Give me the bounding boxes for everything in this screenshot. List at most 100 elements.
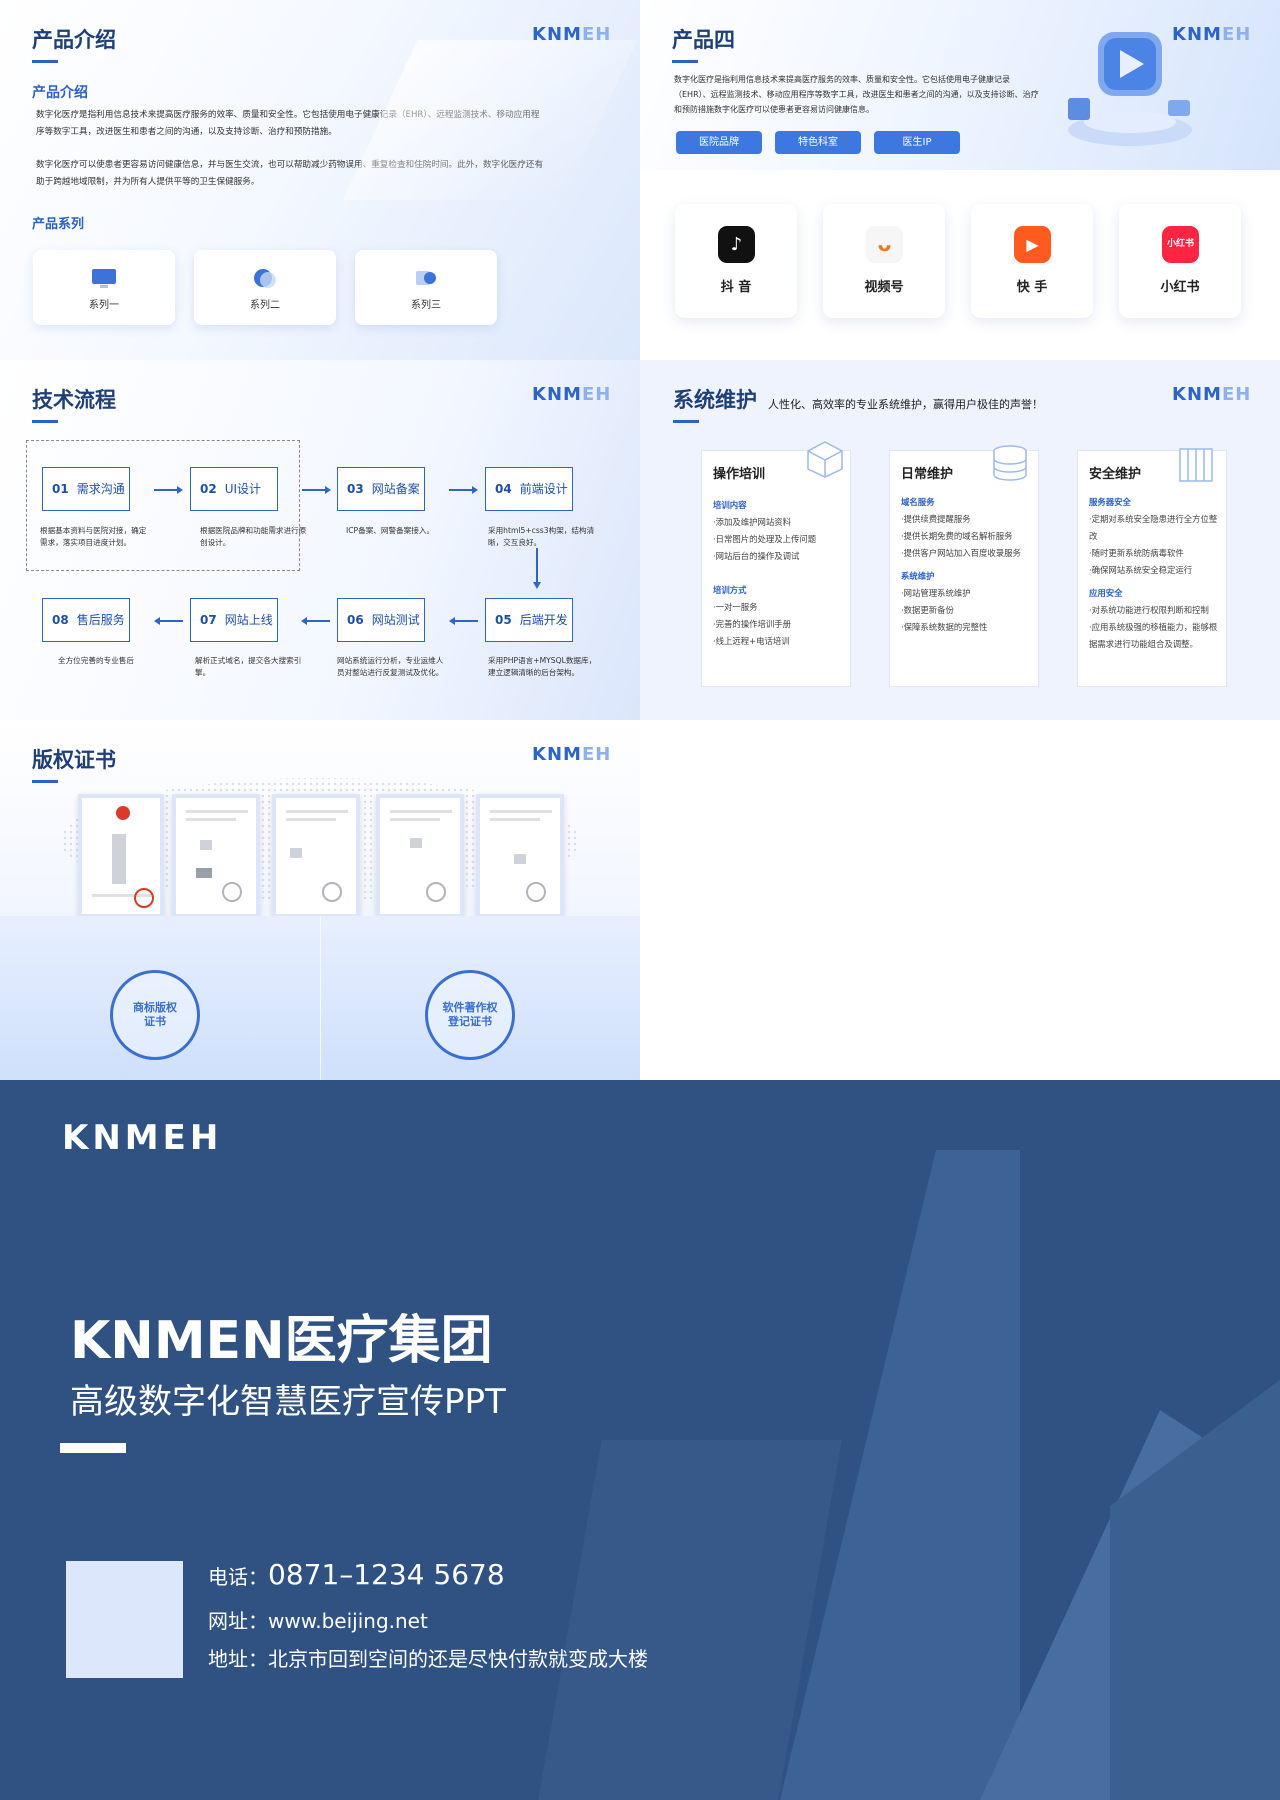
list-item: ·一对一服务 xyxy=(713,602,758,612)
logo: KNMEH xyxy=(532,384,612,405)
arrow-down-head xyxy=(533,582,541,589)
list-item: ·定期对系统安全隐患进行全方位整改 xyxy=(1089,514,1218,541)
step-desc: 根据医院品牌和功能需求进行原创设计。 xyxy=(200,526,307,547)
maintenance-column-daily: 日常维护 域名服务 ·提供续费提醒服务 ·提供长期免费的域名解析服务 ·提供客户… xyxy=(889,445,1039,687)
title-underline xyxy=(32,780,58,783)
slide-title: 产品四 xyxy=(672,28,735,52)
arrow-down xyxy=(536,548,538,584)
certificate-software-3 xyxy=(376,794,464,918)
emblem-icon xyxy=(116,806,130,820)
series-card-3[interactable]: 系列三 xyxy=(355,250,497,325)
monitor-icon xyxy=(92,269,116,288)
list-item: ·应用系统极强的移植能力，能够根据需求进行功能组合及调整。 xyxy=(1089,622,1218,649)
step-desc: 网站系统运行分析，专业运维人员对整站进行反复测试及优化。 xyxy=(337,656,444,677)
arrow-right xyxy=(449,486,478,494)
slide-closing: KNMEH KNMEN医疗集团 高级数字化智慧医疗宣传PPT 电话：0871–1… xyxy=(0,1080,1280,1800)
highlight-box xyxy=(26,440,300,571)
logo: KNMEH xyxy=(532,24,612,45)
contact-website[interactable]: 网址：www.beijing.net xyxy=(208,1609,428,1633)
certificate-software-4 xyxy=(476,794,564,918)
list-item: ·提供续费提醒服务 xyxy=(901,514,971,524)
server-rack-icon xyxy=(1179,448,1213,482)
certificate-software-1 xyxy=(172,794,260,918)
play-3d-icon xyxy=(1068,32,1192,146)
certificate-trademark xyxy=(78,794,164,918)
platform-name: 快 手 xyxy=(1016,280,1048,295)
platform-card-xiaohongshu[interactable]: 小红书 小红书 xyxy=(1119,204,1241,318)
title-underline xyxy=(673,420,699,423)
group-heading: 培训内容 xyxy=(713,500,747,510)
list-item: ·提供客户网站加入百度收录服务 xyxy=(901,548,1021,558)
platform-card-kuaishou[interactable]: ▶ 快 手 xyxy=(971,204,1093,318)
list-item: ·提供长期免费的域名解析服务 xyxy=(901,531,1013,541)
series-card-2[interactable]: 系列二 xyxy=(194,250,336,325)
maintenance-column-security: 安全维护 服务器安全 ·定期对系统安全隐患进行全方位整改 ·随时更新系统防病毒软… xyxy=(1077,448,1227,687)
tag-hospital-brand[interactable]: 医院品牌 xyxy=(676,131,762,154)
step-desc: 解析正式域名，提交各大搜索引擎。 xyxy=(195,656,302,677)
slide-product-four: 产品四 KNMEH 数字化医疗是指利用信息技术来提高医疗服务的效率、质量和安全性… xyxy=(640,0,1280,360)
product-paragraph: 数字化医疗是指利用信息技术来提高医疗服务的效率、质量和安全性。它包括使用电子健康… xyxy=(674,75,1039,114)
slide-title: 技术流程 xyxy=(32,388,116,412)
arrow-right xyxy=(302,486,331,494)
column-title: 日常维护 xyxy=(901,467,954,482)
series-caption: 系列一 xyxy=(89,300,119,311)
group-heading: 应用安全 xyxy=(1089,588,1123,598)
platform-edge xyxy=(320,916,321,1080)
tag-special-department[interactable]: 特色科室 xyxy=(775,131,861,154)
contact-phone: 电话：0871–1234 5678 xyxy=(208,1558,505,1591)
list-item: ·数据更新备份 xyxy=(901,605,954,615)
slide-title: 产品介绍 xyxy=(32,28,116,52)
contact-address: 地址：北京市回到空间的还是尽快付款就变成大楼 xyxy=(208,1647,648,1671)
series-caption: 系列二 xyxy=(250,300,280,311)
title-underline xyxy=(32,60,58,63)
maintenance-column-training: 操作培训 培训内容 ·添加及维护网站资料 ·日常图片的处理及上传问题 ·网站后台… xyxy=(701,441,851,687)
list-item: ·添加及维护网站资料 xyxy=(713,517,792,527)
series-caption: 系列三 xyxy=(411,300,441,311)
qr-code-placeholder xyxy=(66,1561,183,1678)
group-heading: 服务器安全 xyxy=(1089,497,1131,507)
slide-system-maintenance: 系统维护 人性化、高效率的专业系统维护，赢得用户极佳的声誉！ KNMEH 操作培… xyxy=(640,360,1280,720)
list-item: ·日常图片的处理及上传问题 xyxy=(713,534,817,544)
series-card-1[interactable]: 系列一 xyxy=(33,250,175,325)
database-icon xyxy=(993,445,1027,481)
slide-product-intro: 产品介绍 KNMEH 产品介绍 数字化医疗是指利用信息技术来提高医疗服务的效率、… xyxy=(0,0,640,360)
logo: KNMEH xyxy=(532,744,612,765)
step-desc: 采用html5+css3构架，结构清晰，交互良好。 xyxy=(488,526,595,547)
intro-paragraph-1: 数字化医疗是指利用信息技术来提高医疗服务的效率、质量和安全性。它包括使用电子健康… xyxy=(36,110,540,137)
brand-logo: KNMEH xyxy=(62,1118,223,1158)
group-heading: 系统维护 xyxy=(901,571,935,581)
step-desc: 全方位完善的专业售后 xyxy=(58,656,134,665)
intro-paragraph-2: 数字化医疗可以使患者更容易访问健康信息，并与医生交流，也可以帮助减少药物误用、重… xyxy=(36,160,544,187)
kuaishou-icon: ▶ xyxy=(1014,226,1051,263)
slide-title: 版权证书 xyxy=(32,748,116,772)
column-title: 安全维护 xyxy=(1089,467,1142,482)
platform-card-channels[interactable]: ᴗ 视频号 xyxy=(823,204,945,318)
tiktok-icon: ♪ xyxy=(718,226,755,263)
xiaohongshu-icon: 小红书 xyxy=(1162,226,1199,263)
list-item: ·保障系统数据的完整性 xyxy=(901,622,988,632)
tag-doctor-ip[interactable]: 医生IP xyxy=(874,131,960,154)
channels-icon: ᴗ xyxy=(866,226,903,263)
step-desc: ICP备案、网警备案接入。 xyxy=(346,526,435,535)
list-item: ·线上远程+电话培训 xyxy=(713,636,790,646)
list-item: ·确保网站系统安全稳定运行 xyxy=(1089,565,1193,575)
list-item: ·随时更新系统防病毒软件 xyxy=(1089,548,1184,558)
group-heading: 域名服务 xyxy=(901,497,935,507)
chart-pie-icon xyxy=(254,269,276,288)
arrow-left xyxy=(154,617,183,625)
slogan: 人性化、高效率的专业系统维护，赢得用户极佳的声誉！ xyxy=(768,398,1043,411)
platform-card-douyin[interactable]: ♪ 抖 音 xyxy=(675,204,797,318)
arrow-left xyxy=(301,617,330,625)
group-heading: 培训方式 xyxy=(713,585,747,595)
arrow-right xyxy=(154,486,183,494)
title-bar xyxy=(60,1443,126,1453)
company-title: KNMEN医疗集团 xyxy=(70,1311,493,1371)
series-label: 产品系列 xyxy=(32,217,85,232)
